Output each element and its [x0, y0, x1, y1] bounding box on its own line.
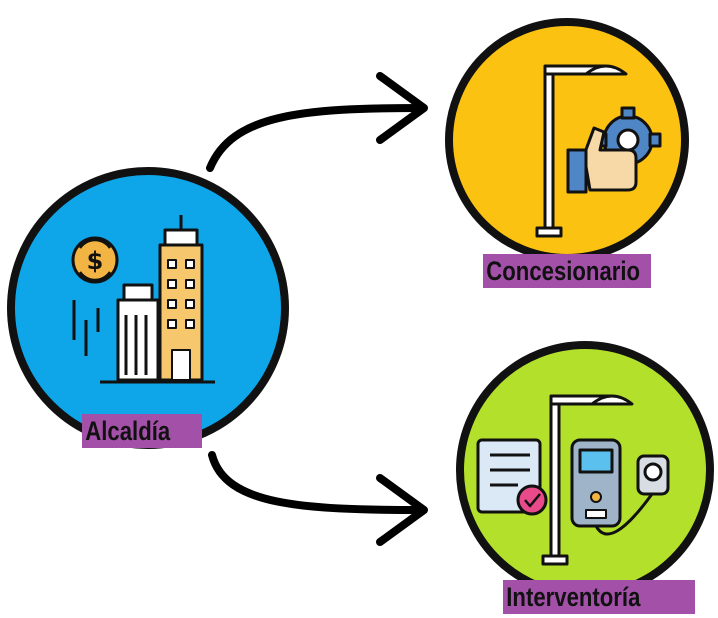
svg-text:$: $ — [87, 247, 104, 275]
street-lamp-maintenance-icon — [535, 64, 662, 238]
alcaldia-node: $ — [7, 167, 289, 449]
interventoria-node — [456, 341, 714, 614]
arrow-to-concesionario — [206, 72, 428, 172]
concesionario-label: Concesionario — [486, 256, 641, 286]
alcaldia-label: Alcaldía — [85, 416, 171, 446]
street-lamp-inspection-icon — [476, 394, 670, 566]
city-buildings-icon: $ — [71, 215, 215, 384]
interventoria-label: Interventoría — [506, 582, 641, 612]
arrow-to-interventoria — [208, 451, 428, 546]
interventoria-label-bg — [503, 580, 695, 614]
concesionario-label-bg — [483, 254, 651, 288]
concesionario-node — [445, 18, 689, 288]
alcaldia-label-bg — [82, 414, 202, 448]
